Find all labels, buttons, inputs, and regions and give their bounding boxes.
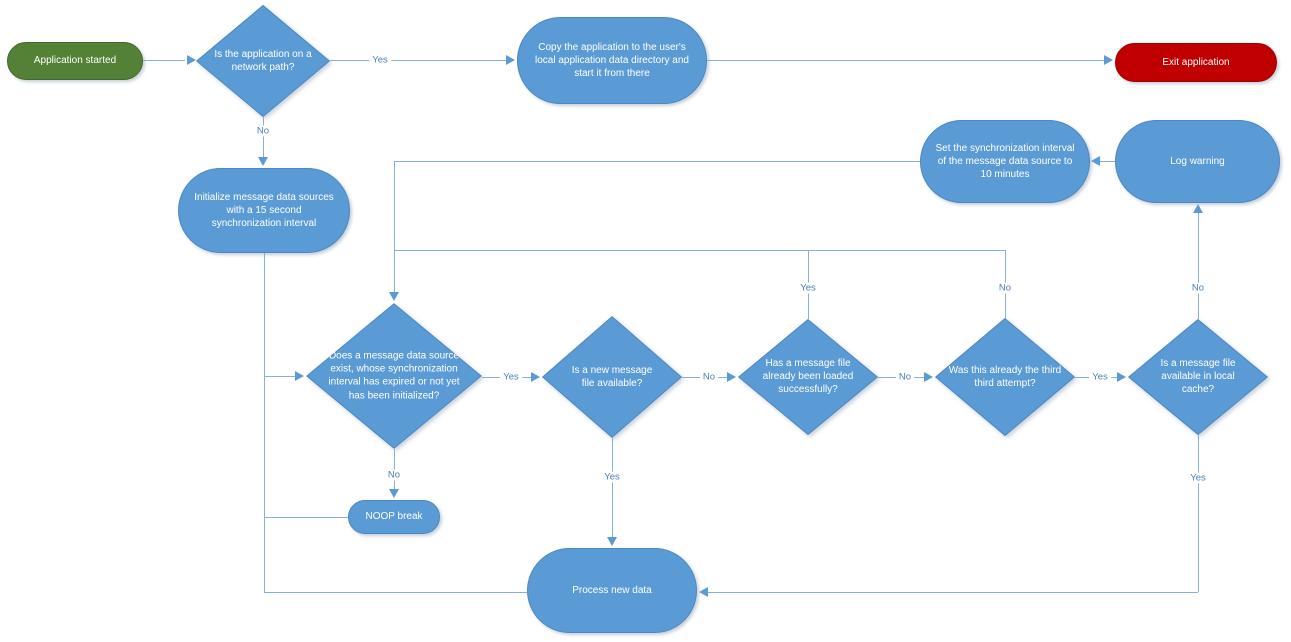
decision-network-path: Is the application on a network path? — [196, 5, 330, 117]
connector-copy-exit — [707, 60, 1104, 61]
edge-label-network-no: No — [253, 125, 273, 137]
connector-cache-down — [1198, 435, 1199, 592]
node-log-warning: Log warning — [1115, 120, 1280, 203]
connector-start-network — [143, 60, 185, 61]
arrowhead — [258, 157, 268, 166]
edge-label-third-no: No — [995, 282, 1015, 294]
edge-label-third-yes: Yes — [1089, 371, 1111, 383]
edge-label-loaded-yes: Yes — [797, 282, 819, 294]
node-label: Was this already the third third attempt… — [948, 364, 1062, 389]
arrowhead — [295, 371, 304, 381]
diamond-shape — [306, 303, 482, 449]
node-exit-application: Exit application — [1115, 43, 1277, 82]
connector-newfile-process — [612, 438, 613, 537]
arrowhead — [1117, 372, 1126, 382]
decision-third-attempt: Was this already the third third attempt… — [935, 318, 1075, 436]
node-label: Log warning — [1170, 155, 1225, 167]
node-label: Is the application on a network path? — [214, 48, 312, 73]
connector-source-noop — [394, 449, 395, 489]
arrowhead — [1193, 204, 1203, 213]
arrowhead — [924, 372, 933, 382]
arrowhead — [389, 292, 399, 301]
node-label: Is a message file available in local cac… — [1160, 358, 1236, 396]
node-label: NOOP break — [365, 511, 423, 523]
arrowhead — [699, 587, 708, 597]
decision-source-exists: Does a message data source exist, whose … — [306, 303, 482, 449]
node-label: Copy the application to the user's local… — [535, 41, 689, 80]
edge-label-source-no: No — [384, 469, 404, 481]
edge-label-cache-yes: Yes — [1187, 472, 1209, 484]
connector-cache-process — [706, 592, 1198, 593]
edge-label-newfile-no: No — [699, 371, 719, 383]
connector-merge-into-source — [394, 161, 395, 292]
node-label: Process new data — [572, 584, 652, 596]
arrowhead — [187, 55, 196, 65]
connector-into-source-exists — [264, 376, 295, 377]
node-set-sync-interval: Set the synchronization interval of the … — [920, 120, 1090, 203]
connector-cache-logwarning — [1198, 212, 1199, 319]
arrowhead — [531, 372, 540, 382]
arrowhead — [1104, 55, 1113, 65]
node-noop-break: NOOP break — [348, 500, 440, 534]
connector-network-init — [263, 117, 264, 158]
connector-noop-loop — [264, 517, 348, 518]
diamond-shape — [1128, 319, 1268, 435]
node-label: Exit application — [1162, 56, 1230, 68]
edge-label-source-yes: Yes — [500, 371, 522, 383]
node-label: Set the synchronization interval of the … — [935, 142, 1075, 181]
edge-label-network-yes: Yes — [369, 54, 391, 66]
edge-label-newfile-yes: Yes — [601, 471, 623, 483]
connector-network-copy — [330, 60, 506, 61]
connector-process-loop — [264, 592, 527, 593]
node-copy-application: Copy the application to the user's local… — [517, 17, 707, 104]
diamond-shape — [542, 316, 682, 438]
edge-label-cache-no: No — [1188, 282, 1208, 294]
node-label: Initialize message data sources with a 1… — [194, 191, 334, 230]
node-label: Does a message data source exist, whose … — [328, 350, 460, 402]
diamond-shape — [738, 319, 878, 435]
arrowhead — [727, 372, 736, 382]
node-label: Application started — [33, 55, 117, 67]
decision-already-loaded: Has a message file already been loaded s… — [738, 319, 878, 435]
connector-setsync-merge — [394, 161, 920, 162]
node-label: Has a message file already been loaded s… — [762, 358, 854, 396]
decision-local-cache: Is a message file available in local cac… — [1128, 319, 1268, 435]
decision-new-message-file: Is a new message file available? — [542, 316, 682, 438]
node-application-started: Application started — [7, 42, 143, 80]
diamond-shape — [196, 5, 330, 117]
node-initialize-sources: Initialize message data sources with a 1… — [178, 168, 350, 253]
connector-loopback-vertical — [264, 253, 265, 592]
arrowhead — [506, 55, 515, 65]
diamond-shape — [935, 318, 1075, 436]
node-label: Is a new message file available? — [571, 364, 653, 389]
arrowhead — [607, 537, 617, 546]
arrowhead — [1091, 156, 1100, 166]
connector-logwarning-setsync — [1100, 161, 1115, 162]
connector-merge-horizontal — [394, 250, 1005, 251]
edge-label-loaded-no: No — [895, 371, 915, 383]
arrowhead — [389, 489, 399, 498]
node-process-new-data: Process new data — [527, 548, 697, 633]
